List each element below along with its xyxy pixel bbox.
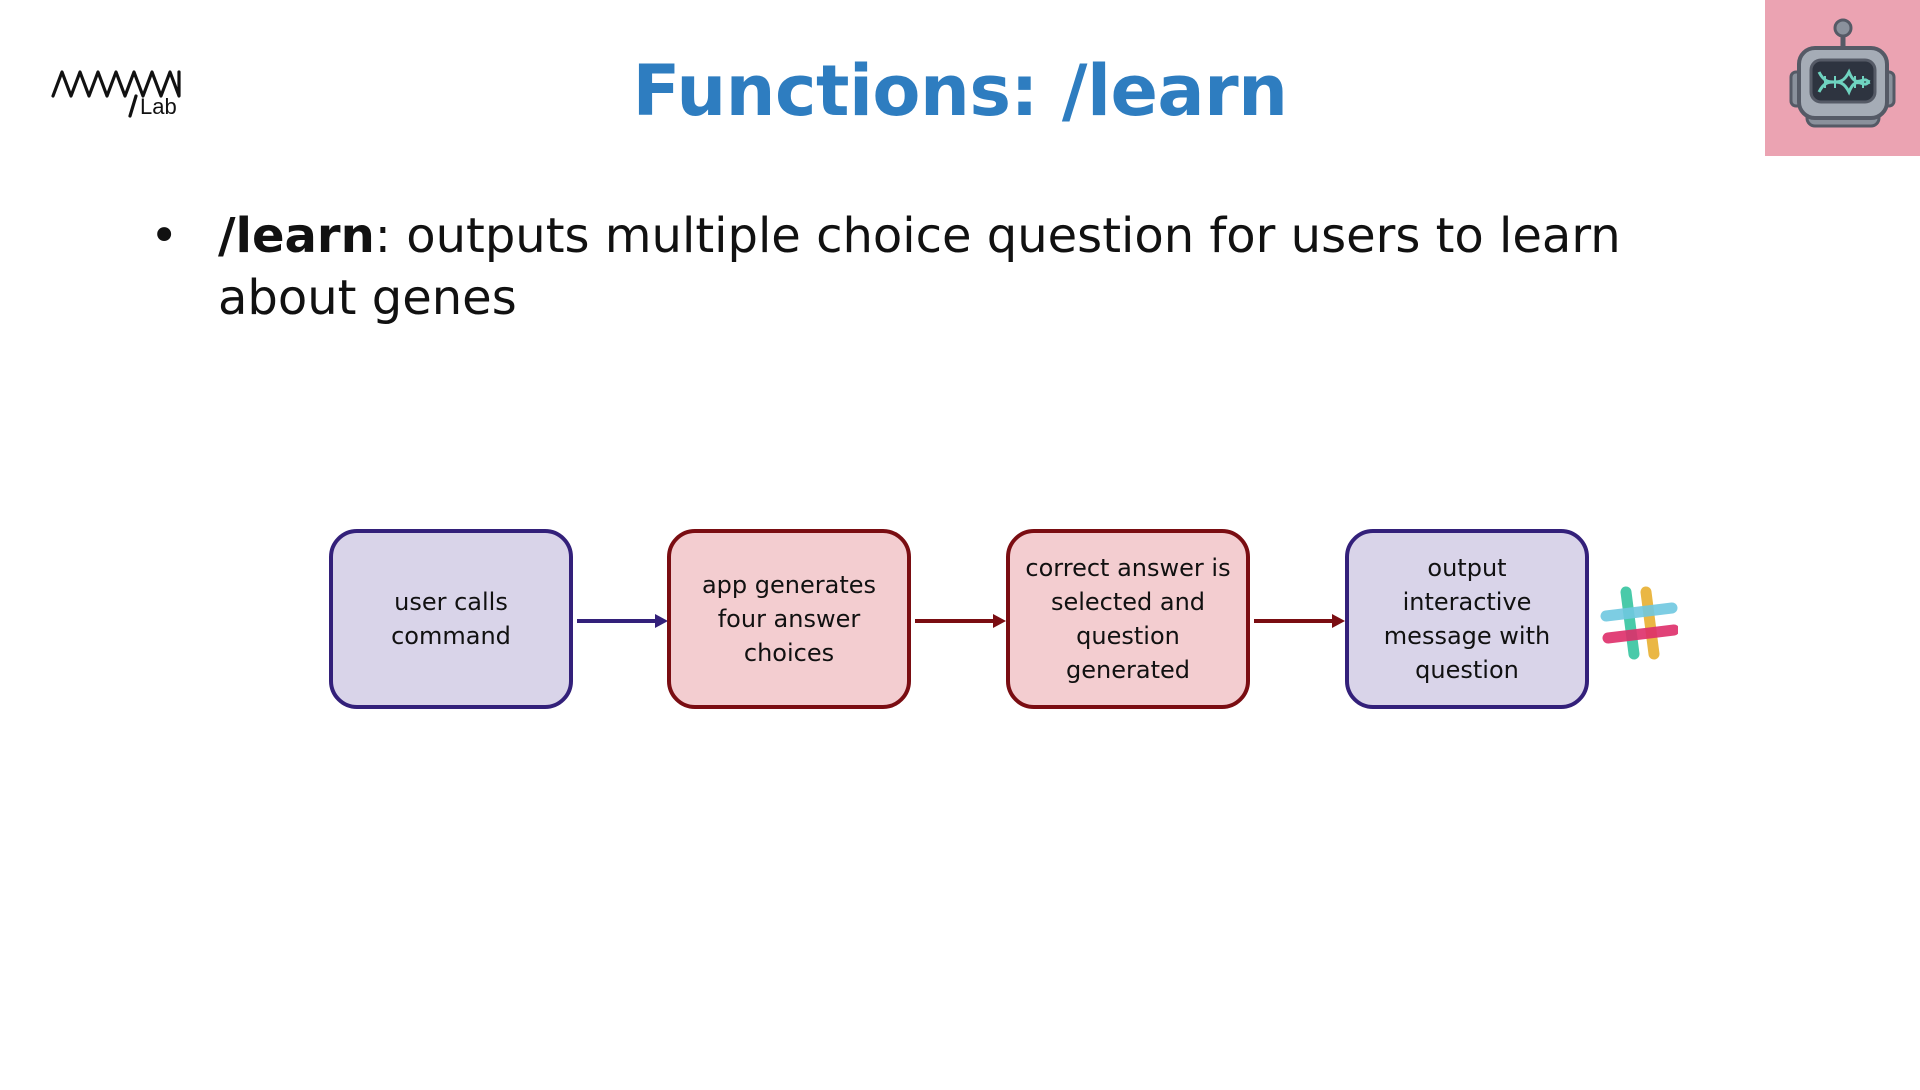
arrow-1-head bbox=[655, 614, 668, 628]
arrow-3-head bbox=[1332, 614, 1345, 628]
bullet-command: /learn bbox=[218, 208, 375, 264]
flow-node-user-calls-command: user calls command bbox=[329, 529, 573, 709]
flow-node-output-message: output interactive message with question bbox=[1345, 529, 1589, 709]
arrow-2-head bbox=[993, 614, 1006, 628]
bullet-marker: • bbox=[150, 208, 179, 264]
flow-node-label: output interactive message with question bbox=[1383, 554, 1551, 684]
slack-icon bbox=[1600, 584, 1680, 662]
bullet-text: /learn: outputs multiple choice question… bbox=[218, 205, 1718, 329]
slide-title: Functions: /learn bbox=[632, 50, 1288, 132]
flow-node-label: correct answer is selected and question … bbox=[1025, 554, 1231, 684]
flow-node-app-generates-choices: app generates four answer choices bbox=[667, 529, 911, 709]
dna-robot-icon bbox=[1765, 0, 1920, 156]
logo-sub-text: Lab bbox=[140, 94, 177, 119]
flow-node-answer-selected: correct answer is selected and question … bbox=[1006, 529, 1250, 709]
flow-node-label: app generates four answer choices bbox=[701, 571, 877, 667]
flow-node-label: user calls command bbox=[391, 588, 511, 650]
maayan-lab-logo: Lab bbox=[50, 58, 190, 128]
bullet-description: : outputs multiple choice question for u… bbox=[218, 208, 1621, 326]
